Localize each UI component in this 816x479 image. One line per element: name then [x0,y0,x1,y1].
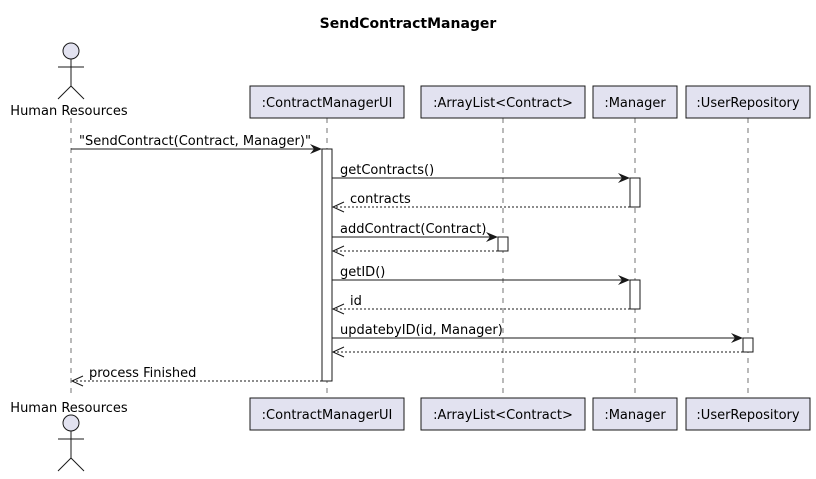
message-get-id: getID() [332,265,630,285]
message-label: "SendContract(Contract, Manager)" [79,134,311,149]
message-label: id [350,294,362,309]
activation-arraylist-add [497,236,509,252]
participant-user-repository-top: :UserRepository [685,85,811,119]
actor-label-top: Human Resources [10,104,128,119]
participant-label: :Manager [604,96,666,111]
activation-user-repository-update [742,337,754,353]
activation-manager-get-id [629,279,641,310]
participant-arraylist-contract-bottom: :ArrayList<Contract> [420,397,586,431]
message-add-contract-return [331,245,498,257]
participant-label: :Manager [604,408,666,423]
message-update-by-id: updatebyID(id, Manager) [332,323,743,343]
activation-contract-manager-ui [321,148,333,382]
message-label: process Finished [89,366,196,381]
message-add-contract: addContract(Contract) [332,222,498,242]
actor-head-icon [62,42,80,60]
participant-label: :ContractManagerUI [262,408,393,423]
participant-label: :UserRepository [696,408,799,423]
message-label: getContracts() [340,163,434,178]
message-update-return [331,346,743,358]
participant-manager-top: :Manager [592,85,678,119]
message-contracts-return: contracts [331,192,630,213]
actor-label-bottom: Human Resources [10,401,128,416]
participant-arraylist-contract-top: :ArrayList<Contract> [420,85,586,119]
message-label: updatebyID(id, Manager) [340,323,503,338]
actor-human-resources-bottom: Human Resources [10,401,128,472]
participant-contract-manager-ui-bottom: :ContractManagerUI [249,397,405,431]
message-label: contracts [350,192,411,207]
participant-manager-bottom: :Manager [592,397,678,431]
message-process-finished: process Finished [70,366,322,387]
participant-contract-manager-ui-top: :ContractManagerUI [249,85,405,119]
participant-user-repository-bottom: :UserRepository [685,397,811,431]
diagram-title: SendContractManager [320,16,497,32]
activation-manager-get-contracts [629,177,641,208]
message-id-return: id [331,294,630,315]
participant-label: :UserRepository [696,96,799,111]
message-label: getID() [340,265,385,280]
message-send-contract: "SendContract(Contract, Manager)" [71,134,322,154]
participant-label: :ArrayList<Contract> [433,96,573,111]
actor-head-icon [62,414,80,432]
actor-human-resources-top: Human Resources [10,42,128,119]
message-label: addContract(Contract) [340,222,486,237]
participant-label: :ArrayList<Contract> [433,408,573,423]
participant-label: :ContractManagerUI [262,96,393,111]
message-get-contracts: getContracts() [332,163,630,183]
